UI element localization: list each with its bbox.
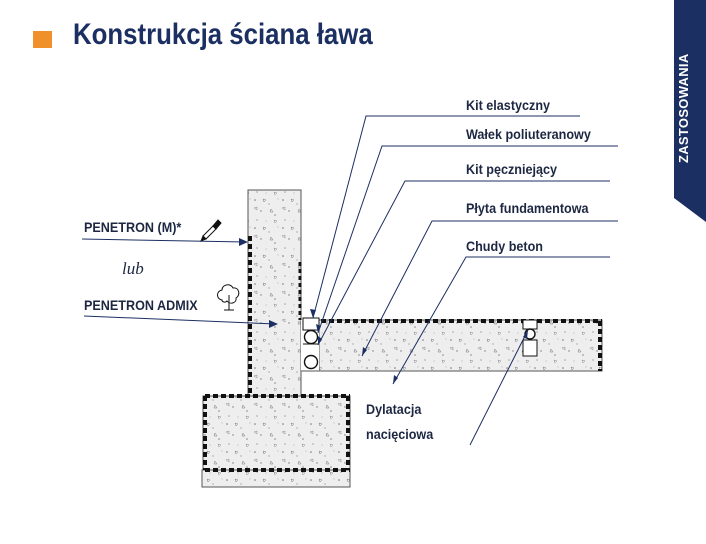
notch-joint-sealant (522, 319, 538, 330)
elastic-sealant (302, 317, 320, 331)
footing (202, 395, 351, 471)
label-penetron-admix: PENETRON ADMIX (84, 297, 198, 313)
notch-joint-cut (522, 339, 538, 357)
label-penetron-m: PENETRON (M)* (84, 219, 182, 235)
label-lean-concrete: Chudy beton (466, 238, 543, 254)
tree-icon (217, 284, 240, 311)
label-foundation-slab: Płyta fundamentowa (466, 200, 589, 216)
label-or: lub (122, 259, 144, 278)
wall (247, 189, 302, 397)
side-tab-shape (674, 0, 706, 222)
polyurethane-roller (303, 329, 319, 345)
title-accent-square (33, 31, 52, 48)
label-elastic-sealant: Kit elastyczny (466, 97, 551, 113)
penetron-coating (203, 236, 602, 472)
paintbrush-icon (200, 219, 222, 242)
leader-lines (81, 115, 618, 446)
label-polyurethane-roller: Wałek poliuteranowy (466, 126, 591, 142)
label-notch-joint-line1: Dylatacja (366, 401, 422, 417)
lean-concrete-layer (201, 469, 351, 488)
foundation-slab (318, 319, 603, 372)
swelling-sealant (303, 354, 319, 370)
side-tab: ZASTOSOWANIA (674, 0, 706, 222)
label-notch-joint-line2: nacięciowa (366, 426, 434, 442)
page-title: Konstrukcja ściana ława (73, 18, 373, 51)
leader-arrowheads (239, 238, 528, 384)
label-swelling-sealant: Kit pęczniejący (466, 161, 558, 177)
